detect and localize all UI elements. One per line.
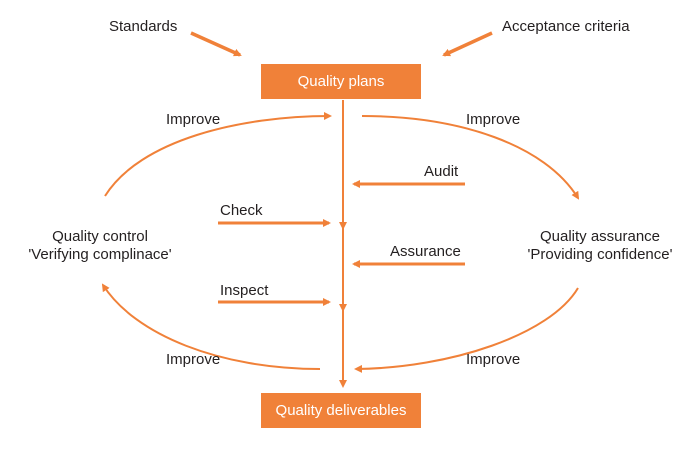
- improve-label-top-right: Improve: [466, 111, 521, 128]
- check-label: Check: [220, 202, 263, 219]
- standards-arrow: [190, 31, 242, 57]
- quality-control-subtitle: 'Verifying complinace': [28, 246, 172, 263]
- quality-deliverables-box: Quality deliverables: [261, 393, 421, 428]
- improve-label-bottom-left: Improve: [166, 351, 221, 368]
- acceptance-criteria-arrow: [442, 31, 493, 57]
- improve-arc-bottom-left: [101, 283, 321, 370]
- audit-label: Audit: [424, 163, 459, 180]
- quality-assurance-subtitle: 'Providing confidence': [527, 246, 673, 263]
- quality-plans-box: Quality plans: [261, 64, 421, 99]
- improve-arc-bottom-right: [354, 287, 579, 373]
- inspect-label: Inspect: [220, 282, 269, 299]
- improve-label-bottom-right: Improve: [466, 351, 521, 368]
- improve-arc-top-right: [361, 115, 580, 200]
- assurance-label: Assurance: [390, 243, 461, 260]
- improve-label-top-left: Improve: [166, 111, 221, 128]
- standards-label: Standards: [109, 18, 178, 35]
- quality-assurance-title: Quality assurance: [539, 228, 661, 245]
- quality-control-title: Quality control: [52, 228, 148, 245]
- acceptance-criteria-label: Acceptance criteria: [502, 18, 630, 35]
- improve-arc-top-left: [104, 112, 332, 197]
